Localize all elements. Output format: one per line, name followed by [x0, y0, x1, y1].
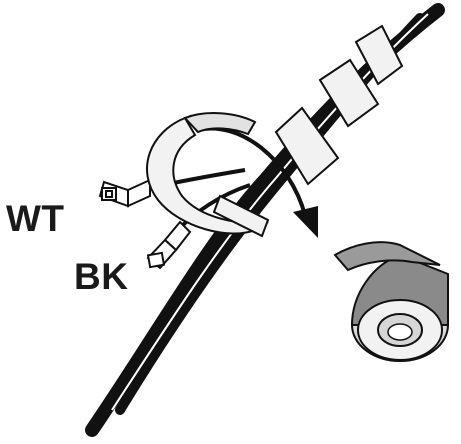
black-wire-connector: [148, 222, 190, 268]
tape-wraps: [276, 26, 402, 184]
black-wire-label: BK: [74, 258, 128, 295]
white-wire-label: WT: [6, 200, 65, 237]
white-wire-connector: [100, 180, 150, 206]
tape-roll-icon: [335, 242, 448, 361]
